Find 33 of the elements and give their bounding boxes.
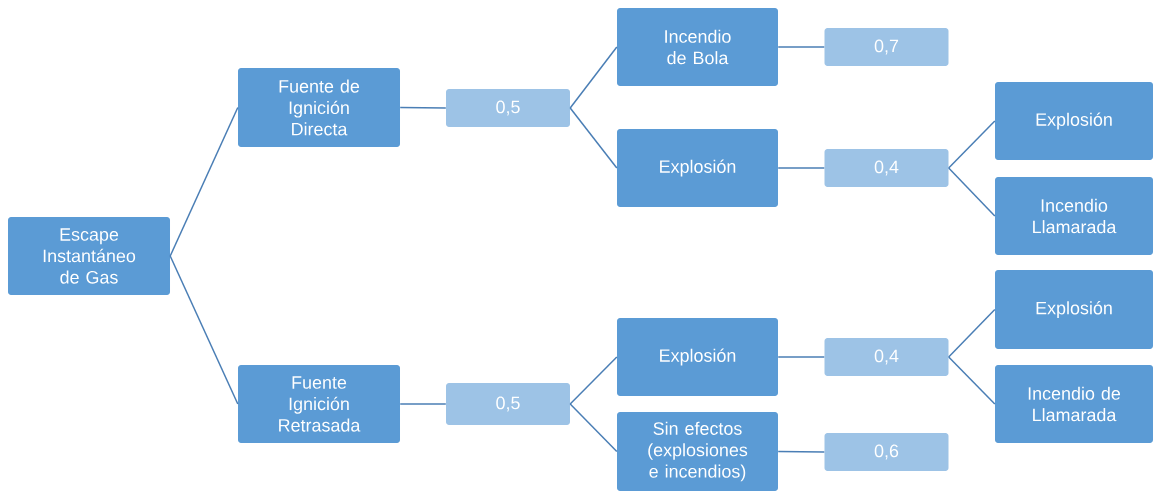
connector-line — [777, 167, 826, 169]
event-box: Fuente Ignición Retrasada — [238, 365, 400, 443]
probability-box: 0,5 — [446, 383, 570, 425]
probability-box: 0,4 — [824, 149, 949, 187]
event-box: Explosión — [995, 82, 1153, 160]
event-box: Escape Instantáneo de Gas — [8, 217, 170, 295]
connector-line — [169, 106, 239, 257]
probability-box: 0,6 — [824, 433, 949, 471]
event-box: Fuente de Ignición Directa — [238, 68, 400, 147]
event-box: Sin efectos (explosiones e incendios) — [617, 412, 778, 491]
event-box: Incendio de Bola — [617, 8, 778, 86]
probability-box: 0,7 — [824, 28, 949, 66]
connector-line — [399, 106, 447, 109]
probability-box: 0,4 — [824, 338, 949, 376]
connector-line — [569, 356, 618, 405]
connector-line — [569, 107, 618, 169]
connector-line — [169, 255, 239, 405]
connector-line — [777, 46, 826, 48]
event-box: Incendio Llamarada — [995, 177, 1153, 255]
event-box: Explosión — [617, 318, 778, 396]
connector-line — [569, 46, 618, 109]
connector-line — [947, 120, 996, 169]
connector-line — [947, 308, 996, 358]
connector-line — [947, 356, 996, 405]
connector-line — [777, 450, 826, 453]
connector-line — [777, 356, 826, 358]
event-box: Explosión — [617, 129, 778, 207]
event-box: Incendio de Llamarada — [995, 365, 1153, 443]
connector-line — [947, 167, 996, 217]
event-box: Explosión — [995, 270, 1153, 349]
connector-line — [399, 403, 447, 405]
connector-line — [569, 403, 618, 453]
probability-box: 0,5 — [446, 89, 570, 127]
